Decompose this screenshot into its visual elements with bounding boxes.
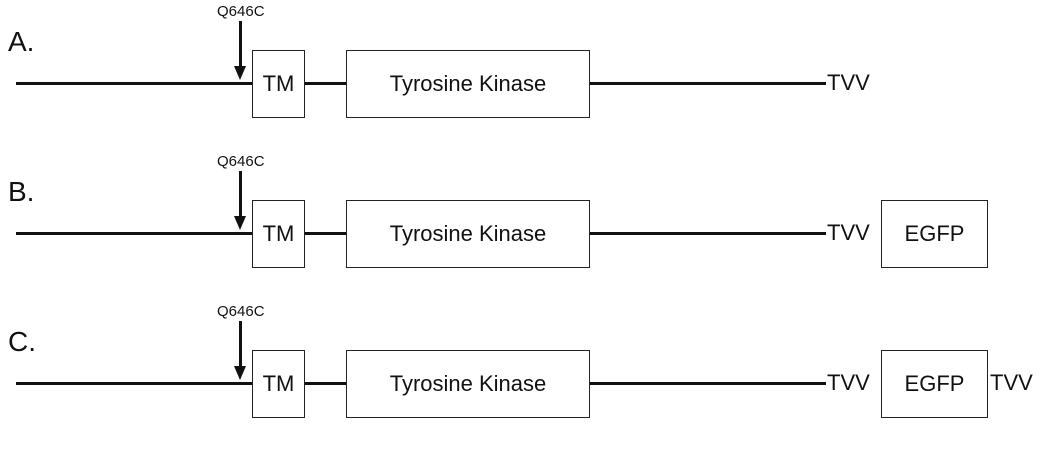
- tyrosine-kinase-domain: Tyrosine Kinase: [346, 350, 590, 418]
- tm-label: TM: [262, 221, 295, 246]
- arrow-head-icon: [234, 366, 246, 380]
- backbone-line: [16, 382, 252, 385]
- egfp-domain: EGFP: [881, 200, 988, 268]
- panel-label: C.: [8, 326, 36, 357]
- construct-b: B. Q646C TM Tyrosine Kinase TVV EGFP: [0, 150, 1050, 300]
- backbone-line: [588, 82, 826, 85]
- mutation-arrow: [239, 21, 242, 69]
- backbone-line: [588, 382, 826, 385]
- tvv-label: TVV: [827, 370, 870, 395]
- tm-domain: TM: [252, 50, 305, 118]
- tyrosine-kinase-domain: Tyrosine Kinase: [346, 200, 590, 268]
- tm-label: TM: [262, 71, 295, 96]
- egfp-label: EGFP: [904, 371, 965, 396]
- panel-label: B.: [8, 176, 35, 207]
- tm-domain: TM: [252, 200, 305, 268]
- mutation-arrow: [239, 321, 242, 369]
- tvv-label: TVV: [827, 70, 870, 95]
- backbone-line: [304, 82, 348, 85]
- kinase-label: Tyrosine Kinase: [389, 371, 547, 396]
- tm-domain: TM: [252, 350, 305, 418]
- construct-c: C. Q646C TM Tyrosine Kinase TVV EGFP TVV: [0, 300, 1050, 450]
- kinase-label: Tyrosine Kinase: [389, 221, 547, 246]
- mutation-label: Q646C: [217, 153, 265, 170]
- egfp-label: EGFP: [904, 221, 965, 246]
- tyrosine-kinase-domain: Tyrosine Kinase: [346, 50, 590, 118]
- mutation-label: Q646C: [217, 303, 265, 320]
- egfp-domain: EGFP: [881, 350, 988, 418]
- panel-label: A.: [8, 26, 35, 57]
- mutation-label: Q646C: [217, 3, 265, 20]
- arrow-head-icon: [234, 216, 246, 230]
- arrow-head-icon: [234, 66, 246, 80]
- mutation-arrow: [239, 171, 242, 219]
- backbone-line: [304, 232, 348, 235]
- kinase-label: Tyrosine Kinase: [389, 71, 547, 96]
- backbone-line: [16, 232, 252, 235]
- backbone-line: [304, 382, 348, 385]
- tm-label: TM: [262, 371, 295, 396]
- backbone-line: [16, 82, 252, 85]
- construct-a: A. Q646C TM Tyrosine Kinase TVV: [0, 0, 1050, 150]
- tvv-end-label: TVV: [990, 370, 1033, 395]
- tvv-label: TVV: [827, 220, 870, 245]
- backbone-line: [588, 232, 826, 235]
